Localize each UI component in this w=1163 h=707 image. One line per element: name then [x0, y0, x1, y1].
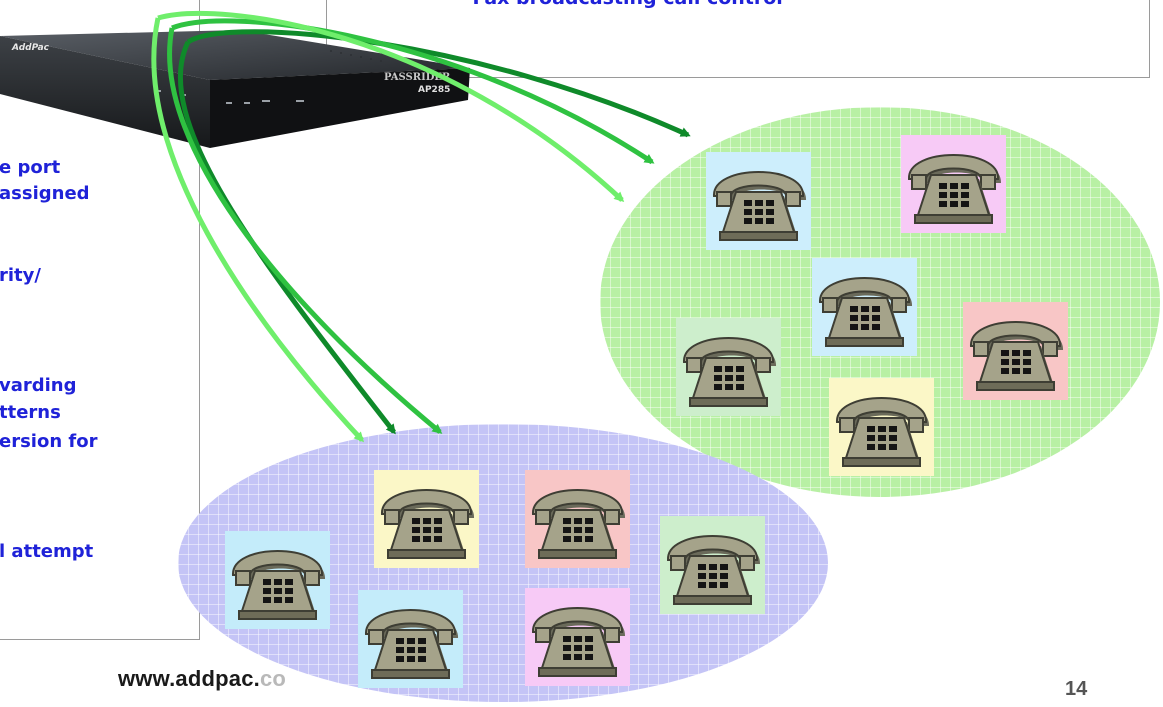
telephone-icon — [706, 152, 811, 250]
telephone-icon — [963, 302, 1068, 400]
telephone-icon — [525, 470, 630, 568]
footer-url-main: www.addpac. — [118, 666, 260, 691]
bullet-line-8: l attempt — [0, 541, 94, 562]
page-number: 14 — [1065, 678, 1088, 700]
telephone-icon — [374, 470, 479, 568]
bullet-line-6: tterns — [0, 402, 61, 423]
footer-url: www.addpac.co — [118, 666, 286, 692]
telephone-icon — [660, 516, 765, 614]
device-model-brand: PASSRIDER — [384, 72, 451, 83]
telephone-icon — [676, 318, 781, 416]
bullet-line-4: rity/ — [0, 265, 41, 286]
device-model-number: AP285 — [418, 85, 450, 95]
gateway-device-image: AddPac PASSRIDER AP285 — [0, 30, 470, 148]
bullet-line-5: varding — [0, 375, 77, 396]
telephone-icon — [525, 588, 630, 686]
bullet-dash: – — [447, 0, 457, 9]
telephone-icon — [812, 258, 917, 356]
footer-url-faded: co — [259, 666, 287, 691]
bullet-line-7: ersion for — [0, 431, 98, 452]
fax-broadcast-line: – Fax broadcasting call control — [447, 0, 783, 9]
bullet-line-2: e port — [0, 157, 61, 178]
bullet-line-3: assigned — [0, 183, 90, 204]
telephone-icon — [358, 590, 463, 688]
telephone-icon — [829, 378, 934, 476]
fax-broadcast-text: Fax broadcasting call control — [473, 0, 783, 9]
device-brand-label: AddPac — [11, 43, 50, 53]
telephone-icon — [901, 135, 1006, 233]
telephone-icon — [225, 531, 330, 629]
